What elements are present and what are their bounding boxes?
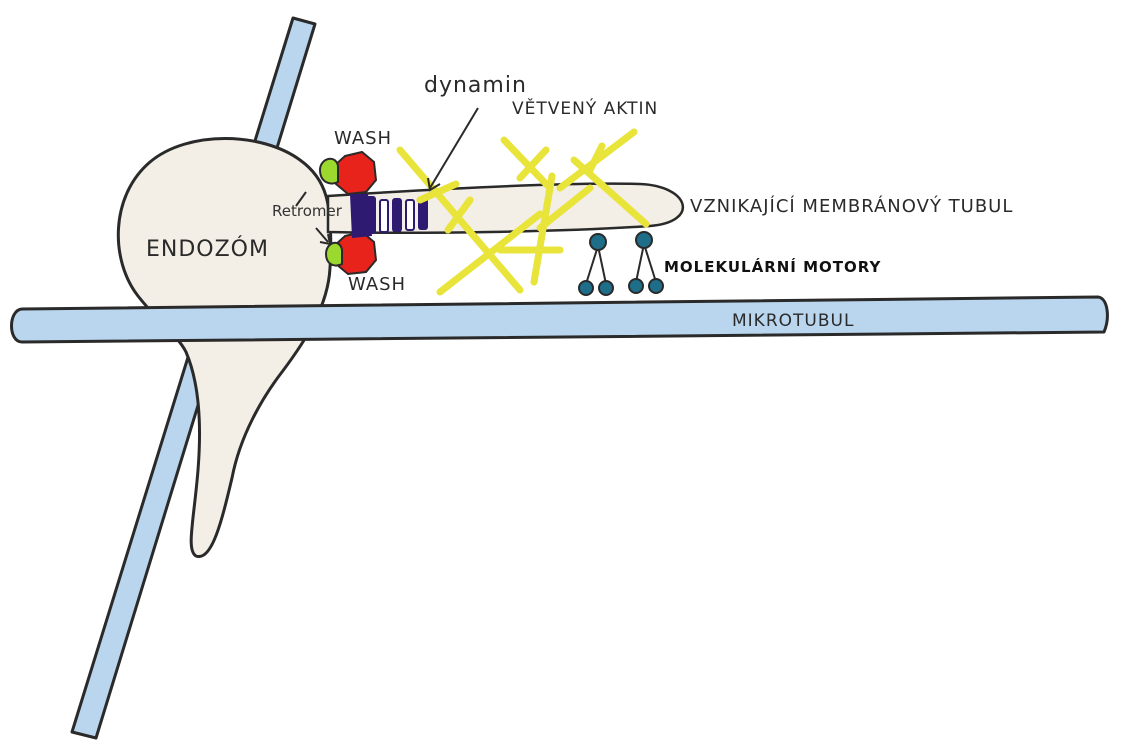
motor-stalk <box>598 246 606 284</box>
dynamin-gap <box>380 200 388 232</box>
motor-stalk <box>636 244 644 282</box>
dynamin-gap <box>406 200 414 230</box>
motor-2 <box>629 232 663 293</box>
molecular-motors-label: MOLEKULÁRNÍ MOTORY <box>664 257 881 276</box>
wash-bottom-label: WASH <box>348 274 406 295</box>
motor-foot <box>649 279 663 293</box>
branched-actin-label: VĚTVENÝ AKTIN <box>512 97 658 119</box>
wash-top-shape <box>334 152 376 194</box>
actin-filament <box>504 140 548 186</box>
endosome-label: ENDOZÓM <box>146 236 269 262</box>
retromer-bottom <box>326 243 342 266</box>
motor-head <box>590 234 606 250</box>
retromer-label: Retromer <box>272 202 343 220</box>
dynamin-ring <box>392 198 402 232</box>
retromer-top-shape <box>320 159 338 184</box>
motor-1 <box>579 234 613 295</box>
wash-top <box>334 152 376 194</box>
motor-stalk <box>586 246 598 284</box>
wash-top-label: WASH <box>334 128 392 149</box>
motor-foot <box>579 281 593 295</box>
motor-foot <box>599 281 613 295</box>
molecular-motors <box>579 232 663 295</box>
retromer-top <box>320 159 338 184</box>
nascent-tubule-label: VZNIKAJÍCÍ MEMBRÁNOVÝ TUBUL <box>690 195 1013 217</box>
motor-head <box>636 232 652 248</box>
dynamin-arrow <box>430 108 478 188</box>
microtubule-label: MIKROTUBUL <box>732 311 854 331</box>
motor-stalk <box>644 244 656 282</box>
motor-foot <box>629 279 643 293</box>
retromer-bottom-shape <box>326 243 342 266</box>
dynamin-label: dynamin <box>424 73 527 98</box>
